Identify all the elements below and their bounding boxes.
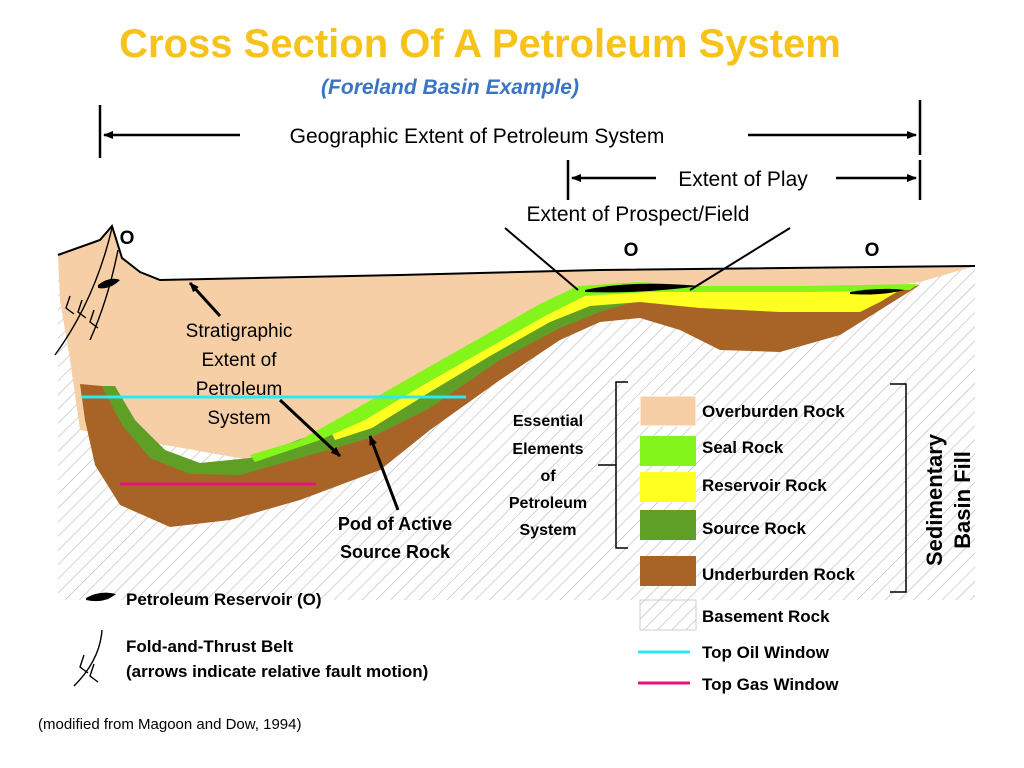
- geographic-extent-marker: [98, 100, 922, 158]
- legend: [638, 395, 697, 685]
- fold-thrust-symbol: [73, 629, 103, 687]
- reservoir-marker-o-1: O: [120, 228, 135, 249]
- sedimentary-basin-bracket: [890, 383, 907, 593]
- svg-text:System: System: [520, 522, 577, 539]
- legend-swatch-source: [640, 510, 696, 540]
- petroleum-accumulation-1: [585, 283, 700, 293]
- play-extent-label: Extent of Play: [678, 168, 808, 191]
- svg-text:of: of: [540, 468, 556, 485]
- play-extent-marker: [566, 160, 922, 200]
- source-credit: (modified from Magoon and Dow, 1994): [38, 716, 302, 733]
- svg-text:Source Rock: Source Rock: [702, 519, 806, 538]
- svg-text:Reservoir Rock: Reservoir Rock: [702, 476, 827, 495]
- svg-text:Essential: Essential: [513, 413, 583, 430]
- svg-text:Extent of: Extent of: [202, 350, 278, 371]
- fold-thrust-legend-label-2: (arrows indicate relative fault motion): [126, 662, 428, 681]
- petroleum-accumulation-2: [850, 288, 905, 295]
- stratigraphic-extent-annotation: Stratigraphic Extent of Petroleum System: [186, 321, 293, 429]
- legend-swatch-seal: [640, 436, 696, 466]
- svg-text:Stratigraphic: Stratigraphic: [186, 321, 293, 342]
- reservoir-marker-o-3: O: [865, 240, 880, 261]
- svg-text:System: System: [207, 408, 270, 429]
- svg-text:Petroleum: Petroleum: [509, 495, 587, 512]
- petroleum-accumulation-3: [98, 278, 120, 289]
- legend-swatch-overburden: [639, 395, 697, 427]
- sedimentary-basin-text: Sedimentary Basin Fill: [922, 433, 975, 566]
- overburden-rock-region: [58, 226, 975, 460]
- pod-arrow: [368, 435, 400, 511]
- prospect-pointer-lines: [504, 227, 791, 291]
- svg-text:Basin Fill: Basin Fill: [950, 451, 975, 549]
- svg-text:Source Rock: Source Rock: [340, 542, 451, 562]
- underburden-rock-region: [80, 285, 920, 527]
- svg-text:Petroleum: Petroleum: [196, 379, 283, 400]
- svg-text:Elements: Elements: [512, 441, 583, 458]
- pod-annotation: Pod of Active Source Rock: [338, 514, 452, 562]
- essential-elements-text: Essential Elements of Petroleum System: [509, 413, 587, 539]
- svg-text:Overburden Rock: Overburden Rock: [702, 402, 845, 421]
- svg-text:Pod of Active: Pod of Active: [338, 514, 452, 534]
- petroleum-reservoir-symbol: [86, 592, 116, 602]
- svg-text:Seal Rock: Seal Rock: [702, 438, 784, 457]
- geographic-extent-label: Geographic Extent of Petroleum System: [290, 125, 665, 148]
- stratigraphic-arrow-up: [188, 281, 222, 318]
- petroleum-reservoir-legend-label: Petroleum Reservoir (O): [126, 590, 322, 609]
- legend-labels: Overburden Rock Seal Rock Reservoir Rock…: [702, 402, 856, 694]
- diagram-title: Cross Section Of A Petroleum System: [119, 22, 841, 66]
- thrust-faults: [54, 227, 119, 356]
- legend-swatch-reservoir: [640, 472, 696, 502]
- svg-text:Underburden Rock: Underburden Rock: [702, 565, 856, 584]
- fold-thrust-legend-label-1: Fold-and-Thrust Belt: [126, 637, 293, 656]
- reservoir-marker-o-2: O: [624, 240, 639, 261]
- legend-swatch-underburden: [640, 556, 696, 586]
- svg-text:Sedimentary: Sedimentary: [922, 433, 947, 566]
- diagram-subtitle: (Foreland Basin Example): [321, 76, 579, 99]
- essential-elements-bracket: [598, 381, 628, 549]
- prospect-extent-label: Extent of Prospect/Field: [527, 203, 750, 226]
- legend-swatch-basement: [639, 599, 697, 631]
- svg-text:Basement Rock: Basement Rock: [702, 607, 830, 626]
- stratigraphic-arrow-down: [278, 398, 342, 458]
- surface-line: [57, 223, 976, 282]
- svg-text:Top Oil Window: Top Oil Window: [702, 643, 830, 662]
- svg-text:Top Gas Window: Top Gas Window: [702, 675, 839, 694]
